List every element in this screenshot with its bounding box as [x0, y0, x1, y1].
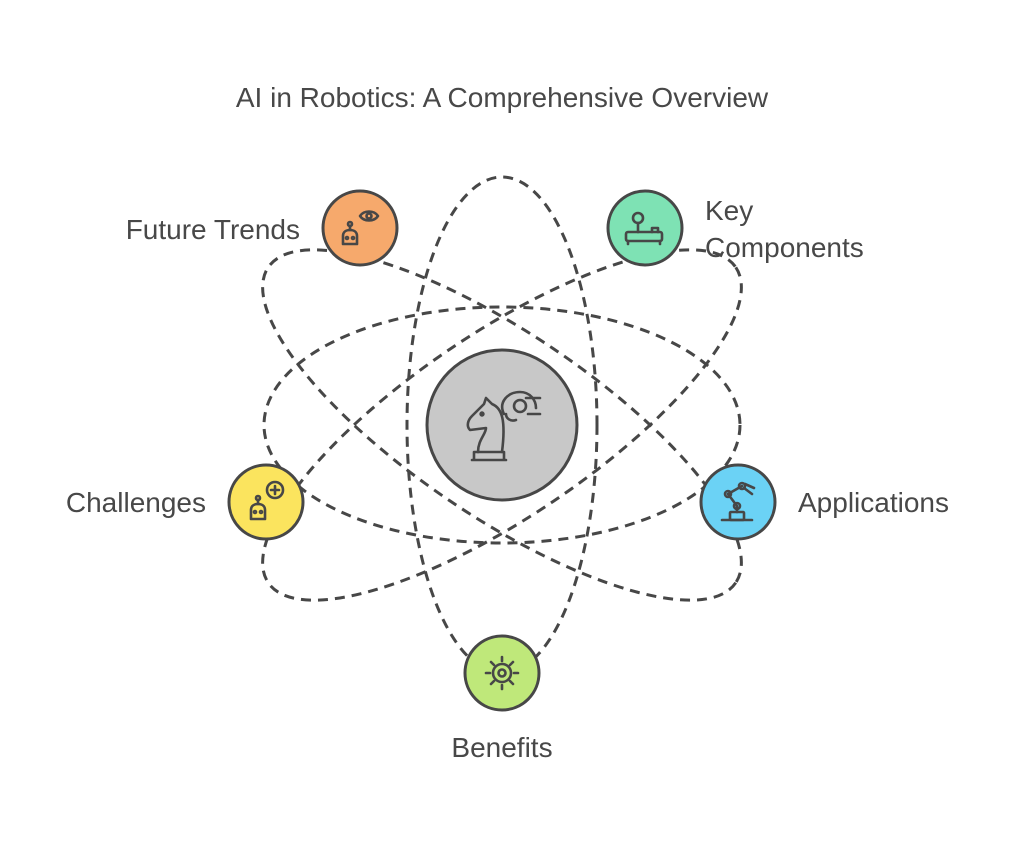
- node-benefits: Benefits: [451, 634, 553, 763]
- robotic-arm-icon: [720, 481, 756, 522]
- gear-icon: [484, 655, 520, 691]
- chess-knight-robot-arm-icon: [466, 390, 542, 462]
- future-trends-circle: [321, 189, 399, 267]
- challenges-circle: [227, 463, 305, 541]
- center-node: [425, 348, 579, 502]
- orbit-diagonal-b: [261, 248, 743, 602]
- center-circle: [425, 348, 579, 502]
- orbit-horizontal: [262, 305, 742, 545]
- key-components-label-line1: Key: [705, 195, 753, 226]
- page-title: AI in Robotics: A Comprehensive Overview: [236, 82, 769, 113]
- benefits-circle: [463, 634, 541, 712]
- future-trends-label: Future Trends: [126, 214, 300, 245]
- orbit-vertical: [405, 175, 599, 675]
- joystick-icon: [624, 211, 664, 246]
- applications-label: Applications: [798, 487, 949, 518]
- robot-plus-icon: [249, 480, 285, 521]
- key-components-circle: [606, 189, 684, 267]
- key-components-label-line2: Components: [705, 232, 864, 263]
- node-challenges: Challenges: [66, 463, 305, 541]
- robot-eye-icon: [341, 210, 380, 246]
- challenges-label: Challenges: [66, 487, 206, 518]
- node-applications: Applications: [699, 463, 949, 541]
- node-future-trends: Future Trends: [126, 189, 399, 267]
- node-key-components: Key Components: [606, 189, 864, 267]
- benefits-label: Benefits: [451, 732, 552, 763]
